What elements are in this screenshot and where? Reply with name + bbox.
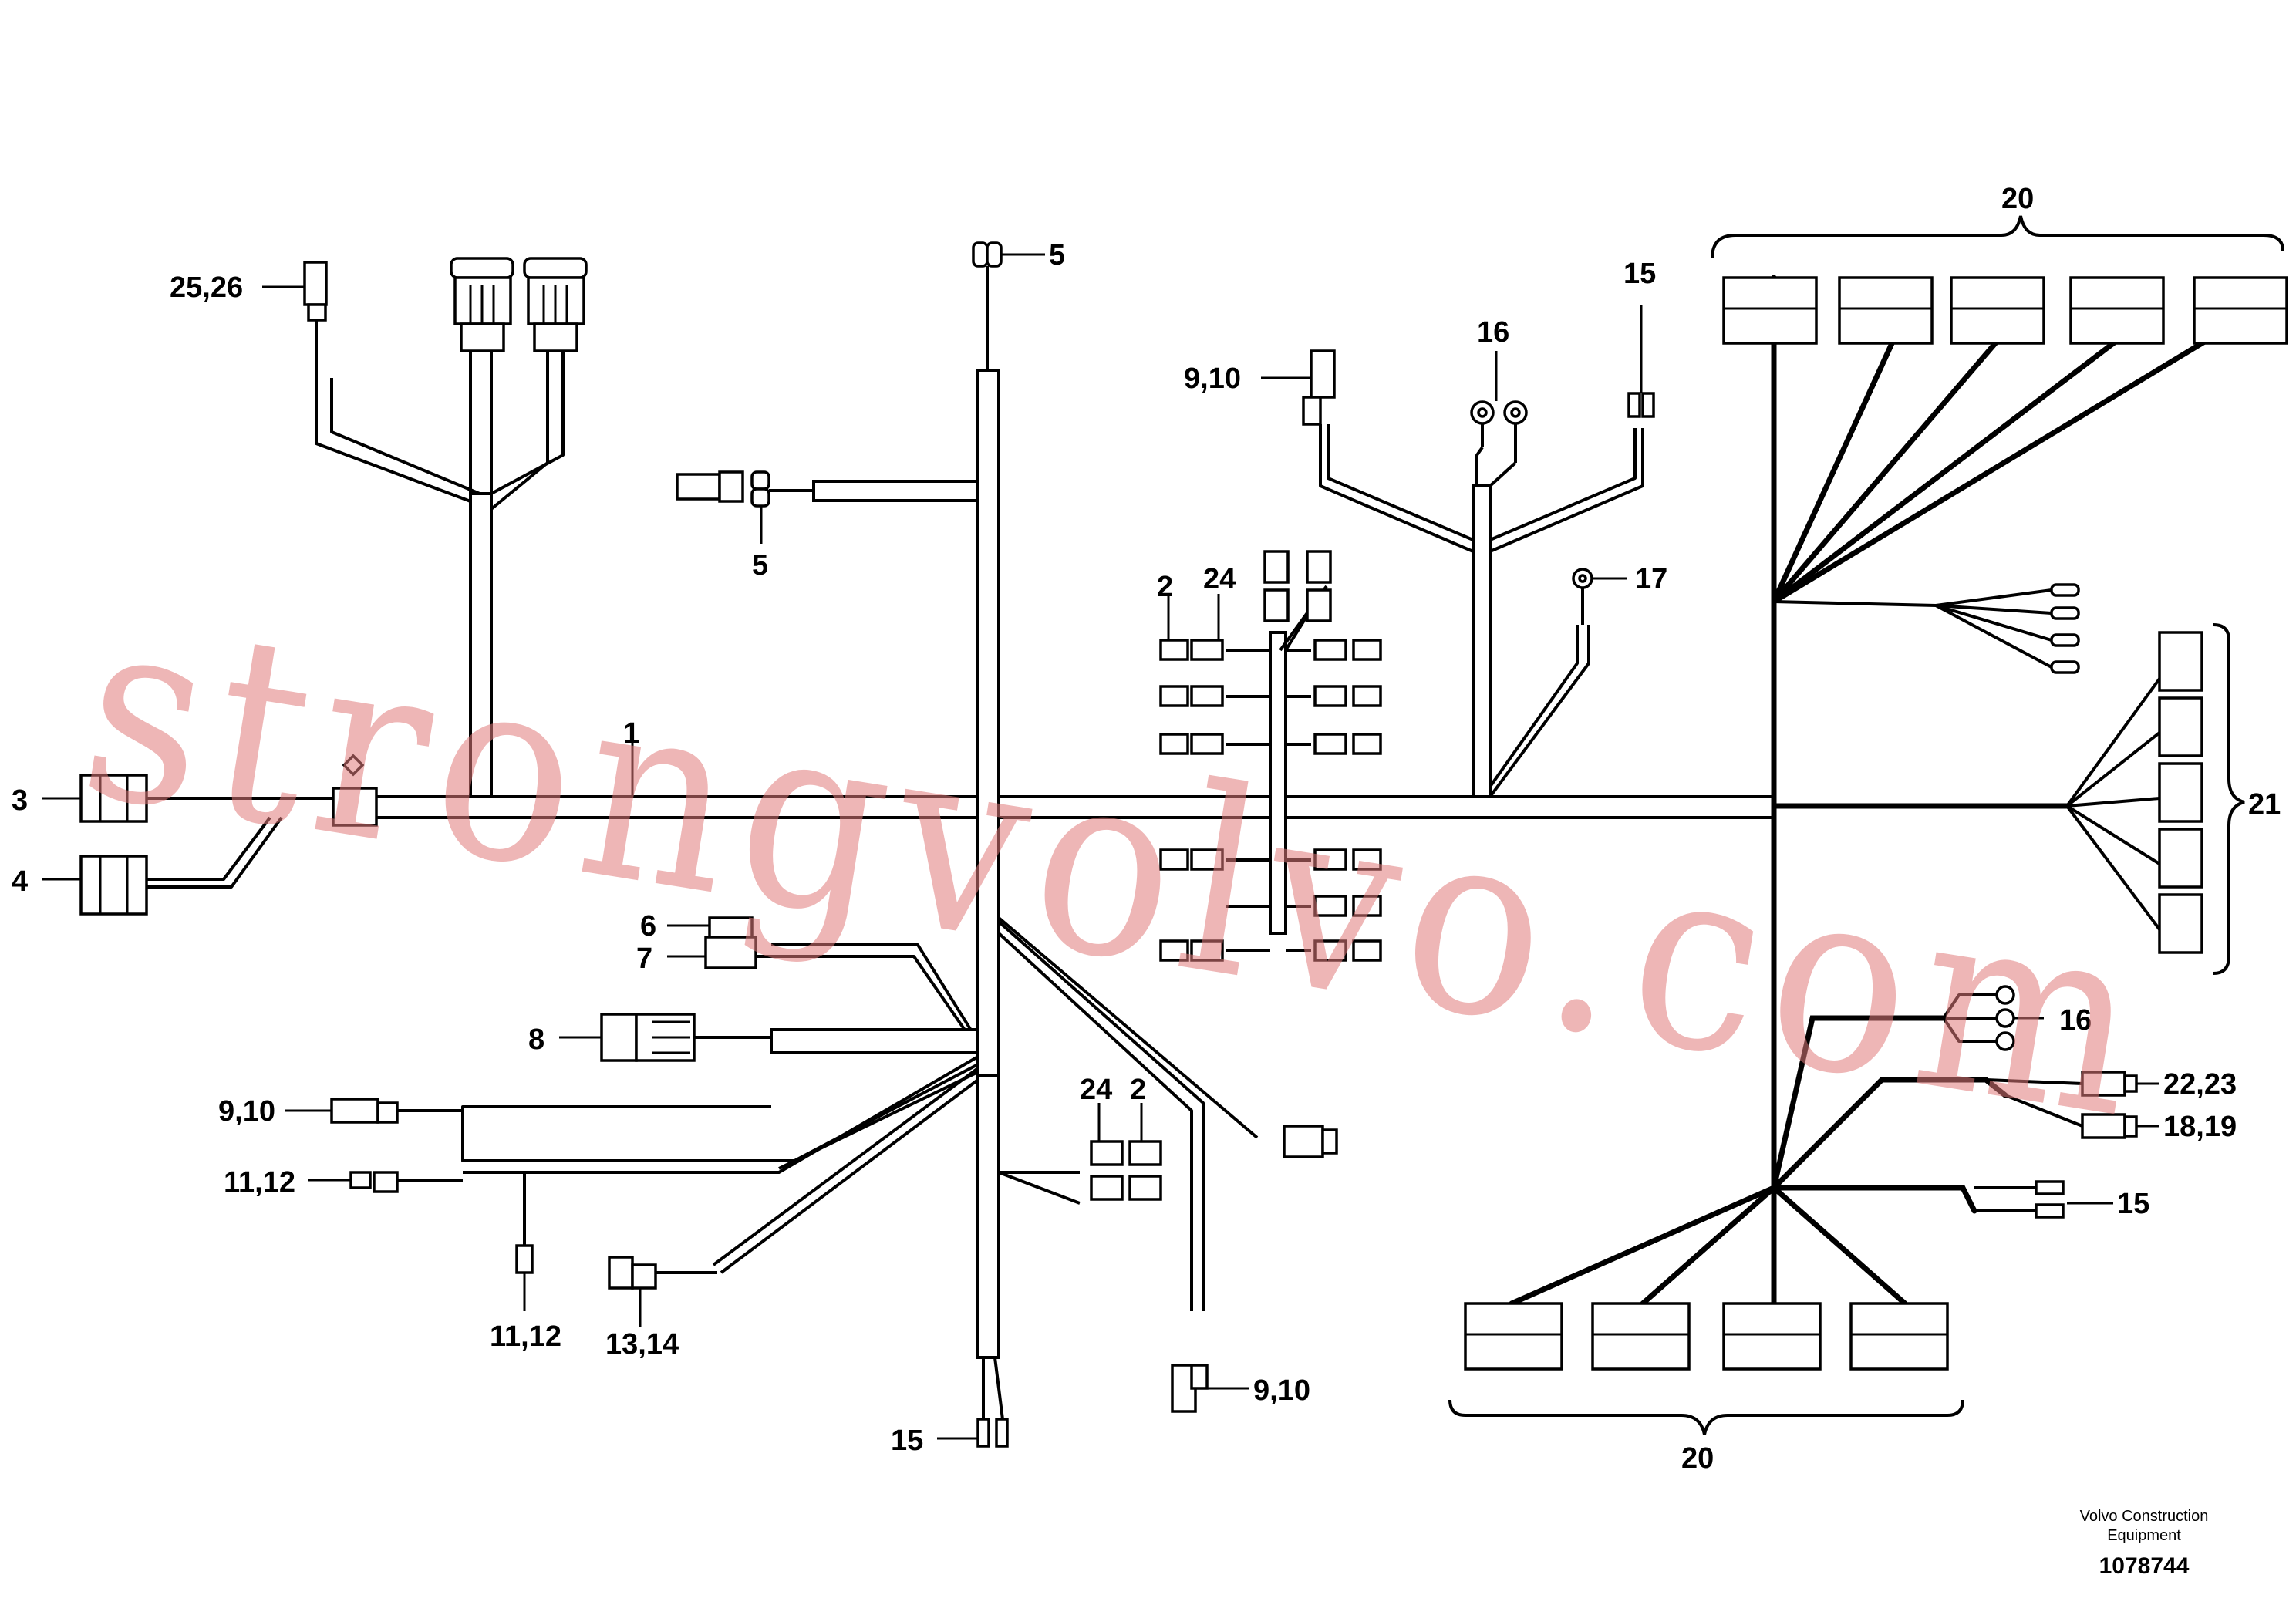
connector-9-10-left	[285, 1098, 463, 1124]
connector-5-top	[972, 241, 1045, 370]
upper-left-branch	[315, 339, 565, 511]
connector-11-12-left	[308, 1171, 463, 1193]
connector-3	[42, 774, 148, 823]
connector-11-12-bottom	[515, 1172, 534, 1311]
connector-blocks-20-bottom	[1448, 1302, 1964, 1435]
callout-24-b: 24	[1080, 1074, 1112, 1106]
connector-6-7	[667, 916, 757, 969]
callout-18-19: 18,19	[2163, 1111, 2237, 1143]
connector-8	[559, 1013, 771, 1062]
callout-25-26: 25,26	[170, 271, 243, 304]
callout-1: 1	[623, 717, 639, 750]
callout-4: 4	[12, 865, 28, 898]
callout-20-bottom: 20	[1681, 1442, 1714, 1475]
callout-2-b: 2	[1130, 1074, 1146, 1106]
connector-stack-21	[2158, 623, 2245, 975]
callout-17: 17	[1635, 563, 1667, 595]
right-hub-wires	[1509, 329, 2224, 1307]
connector-18-19	[2081, 1113, 2159, 1139]
company-name-line2: Equipment	[2107, 1527, 2181, 1544]
callout-11-12-bottom: 11,12	[490, 1320, 561, 1353]
watermark: strongvolvo.com	[66, 558, 2170, 1177]
callout-11-12-left: 11,12	[224, 1166, 295, 1199]
company-name-line1: Volvo Construction	[2080, 1508, 2209, 1525]
connector-9-10-top	[1261, 349, 1336, 426]
connector-right-of-fan	[1283, 1125, 1338, 1158]
connector-25-26	[262, 261, 328, 378]
callout-15-top: 15	[1623, 258, 1656, 290]
callout-21: 21	[2248, 788, 2281, 821]
callout-24-a: 24	[1203, 563, 1236, 595]
round-connectors-top-left	[450, 257, 588, 352]
connector-15-bottom	[937, 1357, 1009, 1448]
ring-terminal-17	[1572, 568, 1627, 625]
connector-blocks-20-top	[1711, 215, 2288, 345]
callout-16-top: 16	[1477, 316, 1509, 349]
upper-right-branch	[1319, 424, 1644, 798]
main-harness	[338, 275, 1777, 1359]
connector-5-mid	[676, 470, 814, 544]
lower-left-fan	[461, 916, 1259, 1311]
callout-15-bottom: 15	[891, 1425, 923, 1457]
callout-2-a: 2	[1157, 571, 1173, 603]
callout-5-mid: 5	[752, 549, 768, 582]
connectors-24-2-bottom	[1090, 1103, 1162, 1201]
callout-6: 6	[640, 910, 656, 943]
callout-9-10-top: 9,10	[1184, 363, 1241, 395]
callout-15-right: 15	[2117, 1188, 2149, 1220]
callout-9-10-left: 9,10	[218, 1095, 275, 1128]
connector-15-top	[1627, 305, 1655, 418]
callout-3: 3	[12, 784, 28, 817]
ring-terminals-16-top	[1470, 351, 1528, 463]
callout-13-14: 13,14	[605, 1328, 679, 1361]
diamond-marker	[332, 754, 378, 827]
title-block: Volvo Construction Equipment 1078744	[2080, 1508, 2209, 1579]
ring-terminals-16-right	[1995, 985, 2044, 1051]
left-end-wires	[147, 797, 339, 889]
callout-5-top: 5	[1049, 239, 1065, 271]
connector-15-right	[2035, 1180, 2113, 1219]
callout-22-23: 22,23	[2163, 1068, 2237, 1101]
callout-9-10-bottom: 9,10	[1253, 1374, 1310, 1407]
callout-20-top: 20	[2001, 183, 2034, 215]
drawing-number: 1078744	[2099, 1553, 2190, 1579]
small-connectors-cluster	[1159, 550, 1382, 962]
callout-8: 8	[528, 1023, 544, 1056]
connector-4	[42, 855, 148, 916]
connector-22-23	[2081, 1071, 2159, 1097]
connector-9-10-bottom	[1171, 1364, 1249, 1413]
callout-labels: 25,26 5 5 9,10 16 15 20 2 24 17 1 3 4 21…	[12, 183, 2281, 1475]
callout-16-right: 16	[2059, 1004, 2092, 1037]
connector-13-14	[608, 1256, 717, 1327]
terminal-leads-right	[2050, 583, 2080, 674]
callout-7: 7	[636, 943, 652, 975]
